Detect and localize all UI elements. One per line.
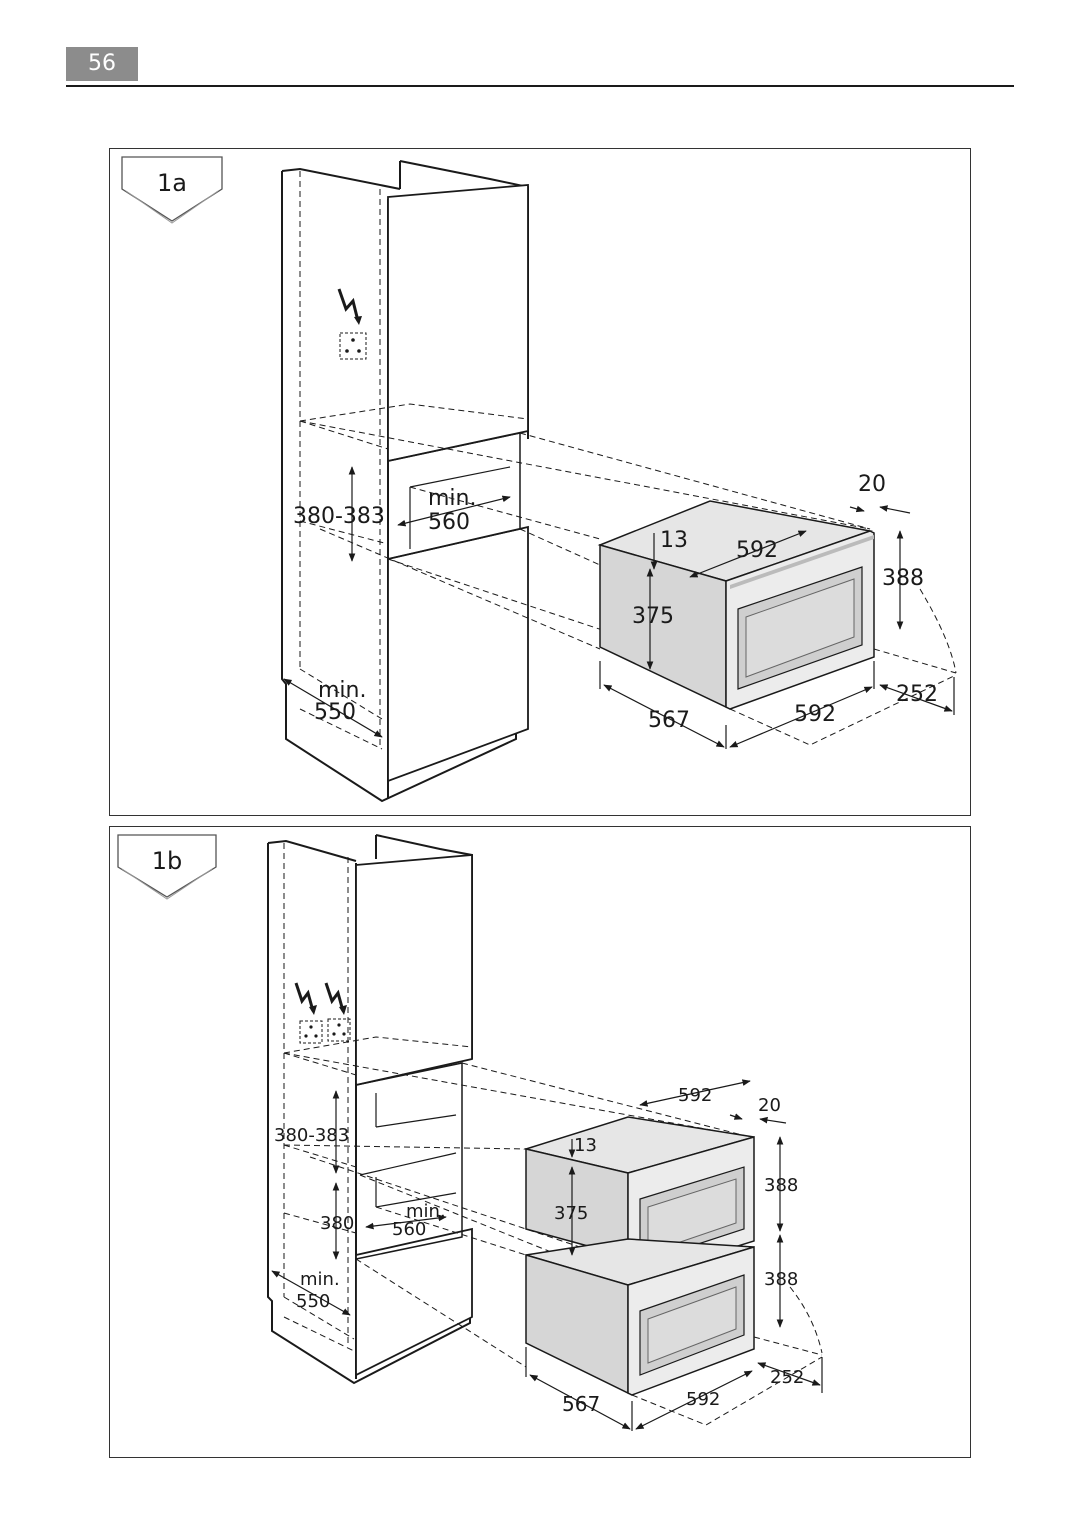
page-number: 56	[66, 47, 138, 81]
upper-front-height-label: 388	[764, 1175, 798, 1196]
power-socket-icon	[324, 982, 351, 1042]
top-offset-label: 13	[574, 1135, 597, 1156]
niche-height-label: 380-383	[293, 504, 385, 529]
figure-1b-label: 1b	[152, 847, 183, 875]
figure-1a-badge: 1a	[121, 156, 223, 224]
top-width-label: 592	[736, 538, 778, 563]
cabinet-depth-arrow	[283, 678, 383, 738]
cabinet-depth-prefix: min.	[300, 1269, 340, 1290]
frame-depth-label: 20	[858, 472, 886, 497]
cabinet-hidden-lines	[283, 843, 473, 1352]
niche-width-arrow	[397, 495, 511, 527]
door-swing-label: 252	[770, 1367, 804, 1388]
front-height-label: 388	[882, 566, 924, 591]
cabinet-depth-label: 550	[296, 1291, 330, 1312]
figure-1b-panel: 1b	[109, 826, 971, 1458]
body-height-label: 375	[632, 604, 674, 629]
tall-cabinet	[267, 834, 473, 1385]
frame-depth-label: 20	[758, 1095, 781, 1116]
figure-1b-badge: 1b	[117, 834, 217, 900]
niche-width-arrow	[365, 1214, 447, 1230]
tall-cabinet	[281, 160, 529, 803]
power-socket-icon	[294, 982, 323, 1044]
depth-label: 567	[562, 1392, 600, 1416]
figure-1b-drawing: 1b	[117, 834, 823, 1431]
appliance-dimension-lines	[599, 505, 955, 749]
front-width-label: 592	[686, 1389, 720, 1410]
lower-appliance	[525, 1238, 755, 1396]
appliance-dimension-lines	[525, 1079, 823, 1431]
niche-width-label: 560	[428, 510, 470, 535]
cabinet-depth-prefix: min.	[318, 678, 366, 703]
depth-label: 567	[648, 708, 690, 733]
lower-niche-height-label: 380	[320, 1213, 354, 1234]
top-width-label: 592	[678, 1085, 712, 1106]
power-socket-icon	[337, 288, 367, 360]
header-rule	[66, 85, 1014, 87]
cabinet-depth-label: 550	[314, 700, 356, 725]
door-swing-arc	[631, 1286, 823, 1426]
lower-front-height-label: 388	[764, 1269, 798, 1290]
figure-1a-drawing: 1a	[121, 156, 957, 803]
body-height-label: 375	[554, 1203, 588, 1224]
upper-appliance	[523, 1116, 755, 1280]
top-offset-label: 13	[660, 528, 688, 553]
front-width-label: 592	[794, 702, 836, 727]
door-swing-label: 252	[896, 682, 938, 707]
niche-height-label: 380-383	[274, 1125, 349, 1146]
door-swing-arc	[729, 588, 957, 746]
cabinet-depth-arrow	[271, 1270, 351, 1316]
figure-1a-panel: 1a	[109, 148, 971, 816]
figure-1a-label: 1a	[157, 169, 187, 197]
